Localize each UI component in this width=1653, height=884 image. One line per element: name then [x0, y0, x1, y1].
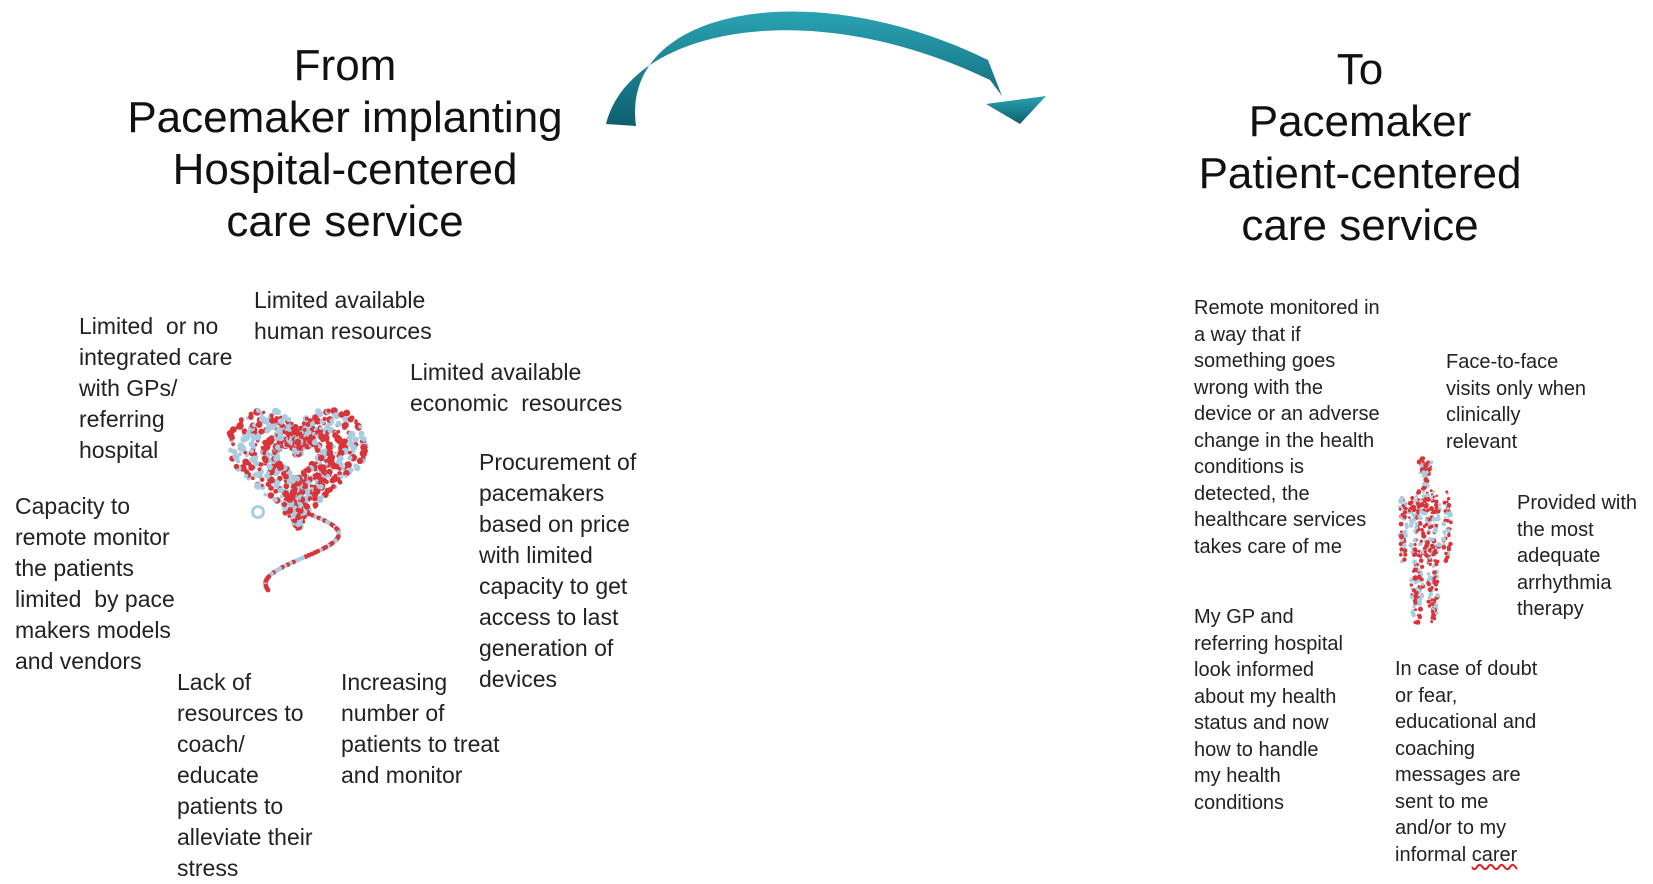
note-remote-monitor-capacity: Capacity to remote monitor the patients …: [15, 493, 175, 674]
to-title-line: Patient-centered: [1198, 149, 1522, 198]
note-limited-integrated-care: Limited or no integrated care with GPs/ …: [79, 313, 233, 463]
note-limited-economic-resources: Limited available economic resources: [410, 359, 623, 416]
note-increasing-patients: Increasing number of patients to treat a…: [341, 669, 500, 788]
to-title: To Pacemaker Patient-centered care servi…: [1170, 44, 1550, 252]
to-title-line: To: [1336, 45, 1384, 94]
from-title-line: Pacemaker implanting: [127, 93, 563, 142]
curved-arrow-icon: [606, 11, 1046, 126]
heart-stethoscope-icon: [226, 407, 369, 593]
note-procurement: Procurement of pacemakers based on price…: [479, 449, 637, 692]
to-title-line: Pacemaker: [1248, 97, 1472, 146]
to-title-line: care service: [1241, 201, 1479, 250]
note-gp-informed: My GP and referring hospital look inform…: [1194, 606, 1343, 814]
note-limited-human-resources: Limited available human resources: [254, 287, 432, 344]
note-remote-monitored: Remote monitored in a way that if someth…: [1194, 297, 1380, 558]
from-title-line: From: [293, 41, 397, 90]
note-face-to-face: Face-to-face visits only when clinically…: [1446, 351, 1587, 453]
note-doubt-or-fear: In case of doubt or fear, educational an…: [1395, 656, 1537, 868]
from-title-line: Hospital-centered: [172, 145, 518, 194]
human-figure-icon: [1397, 456, 1453, 625]
from-title-line: care service: [226, 197, 464, 246]
note-arrhythmia-therapy: Provided with the most adequate arrhythm…: [1517, 492, 1638, 620]
note-lack-of-coaching-resources: Lack of resources to coach/ educate pati…: [177, 669, 313, 881]
from-title: From Pacemaker implanting Hospital-cente…: [100, 40, 590, 248]
note-doubt-carer-word: carer: [1471, 843, 1518, 866]
note-doubt-text: In case of doubt or fear, educational an…: [1395, 658, 1538, 866]
